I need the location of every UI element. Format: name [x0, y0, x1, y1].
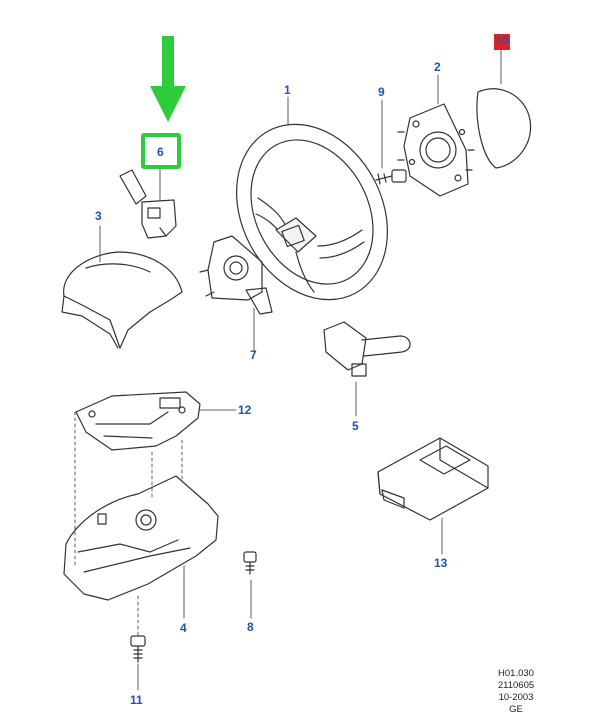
screw-part-11	[130, 635, 146, 663]
callout-4: 4	[180, 621, 187, 635]
airbag-cover-part	[476, 88, 532, 169]
callout-1: 1	[284, 83, 291, 97]
upper-shroud-part	[61, 251, 183, 349]
lower-shroud-part	[63, 475, 219, 601]
callout-8: 8	[247, 620, 254, 634]
reference-line-3: 10-2003	[498, 692, 534, 703]
highlight-arrow	[150, 36, 186, 122]
callout-12: 12	[238, 403, 252, 417]
reference-line-4: GE	[509, 704, 523, 715]
steering-wheel-part	[235, 123, 389, 301]
callout-10: 10	[495, 35, 509, 47]
callout-2: 2	[434, 60, 441, 74]
screw-part-8	[243, 551, 257, 575]
leader-lines	[74, 49, 502, 691]
callout-5: 5	[352, 419, 359, 433]
callout-7: 7	[250, 348, 257, 362]
callout-10-badge: 10	[494, 34, 510, 50]
control-module-part	[377, 437, 489, 521]
reference-line-2: 2110605	[497, 680, 535, 691]
switch-part-6	[119, 169, 177, 239]
callout-9: 9	[378, 85, 385, 99]
clockspring-part	[199, 235, 273, 315]
callout-6: 6	[157, 145, 164, 159]
lower-bracket-part	[75, 391, 201, 451]
wiper-stalk-part	[323, 321, 411, 377]
reference-line-1: H01.030	[498, 668, 534, 679]
reference-block: H01.030 2110605 10-2003 GE	[487, 668, 545, 716]
mounting-plate-part	[397, 103, 475, 197]
callout-13: 13	[434, 556, 448, 570]
callout-3: 3	[95, 209, 102, 223]
highlight-box	[141, 133, 181, 169]
screw-part-9	[375, 169, 407, 185]
callout-11: 11	[130, 693, 143, 707]
